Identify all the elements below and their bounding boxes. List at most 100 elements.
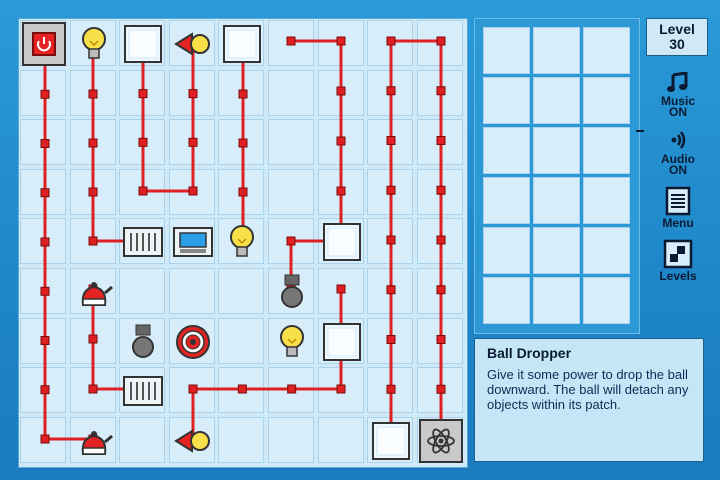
wire-joint bbox=[188, 186, 198, 196]
wire-joint bbox=[436, 36, 446, 46]
board-cell[interactable] bbox=[218, 317, 265, 364]
kettle-icon[interactable] bbox=[71, 418, 117, 469]
wire-joint bbox=[88, 384, 98, 394]
board-cell[interactable] bbox=[317, 416, 364, 463]
wire-joint bbox=[138, 137, 148, 147]
atom-icon[interactable] bbox=[418, 418, 464, 469]
inventory-slot[interactable] bbox=[533, 177, 580, 224]
glass-block-icon[interactable] bbox=[219, 21, 265, 72]
inventory-slot[interactable] bbox=[583, 227, 630, 274]
info-title: Ball Dropper bbox=[487, 345, 572, 361]
inventory-slot[interactable] bbox=[483, 127, 530, 174]
wire-joint bbox=[40, 188, 50, 198]
inventory-panel[interactable] bbox=[474, 18, 640, 334]
inventory-slot[interactable] bbox=[483, 227, 530, 274]
wire-joint bbox=[40, 89, 50, 99]
music-label: Music bbox=[660, 94, 695, 108]
horn-icon[interactable] bbox=[170, 21, 216, 72]
inventory-slot[interactable] bbox=[483, 277, 530, 324]
audio-state: ON bbox=[669, 163, 687, 177]
levels-grid-icon bbox=[663, 239, 693, 269]
wire-joint bbox=[40, 286, 50, 296]
wire bbox=[43, 45, 93, 441]
level-label: Level bbox=[659, 21, 695, 37]
level-number: 30 bbox=[669, 36, 685, 52]
wire-joint bbox=[40, 385, 50, 395]
wire-joint bbox=[238, 187, 248, 197]
wire-joint bbox=[40, 139, 50, 148]
kettle-icon[interactable] bbox=[71, 269, 117, 320]
inventory-slot[interactable] bbox=[483, 77, 530, 124]
wire-joint bbox=[138, 186, 148, 196]
wire-joint bbox=[237, 384, 247, 394]
wire-joint bbox=[336, 384, 346, 394]
inventory-slot[interactable] bbox=[483, 177, 530, 224]
inventory-slot[interactable] bbox=[583, 127, 630, 174]
inventory-slot[interactable] bbox=[583, 277, 630, 324]
menu-document-icon bbox=[665, 186, 691, 216]
inventory-slot[interactable] bbox=[583, 77, 630, 124]
inventory-slot[interactable] bbox=[583, 27, 630, 74]
wire-joint bbox=[436, 136, 446, 145]
glass-block-icon[interactable] bbox=[368, 418, 414, 469]
wire-joint bbox=[188, 384, 198, 394]
light-bulb-icon[interactable] bbox=[269, 319, 315, 370]
wire-joint bbox=[336, 284, 346, 294]
board-cell[interactable] bbox=[218, 416, 265, 463]
audio-toggle-button[interactable]: Audio ON bbox=[644, 128, 712, 176]
wire-joint bbox=[188, 137, 198, 147]
inventory-slot[interactable] bbox=[533, 127, 580, 174]
glass-block-icon[interactable] bbox=[120, 21, 166, 72]
board-cell[interactable] bbox=[268, 416, 314, 463]
ball-dropper-icon[interactable] bbox=[120, 319, 166, 370]
sidebar: Level 30 Music ON Audio ON Menu bbox=[644, 18, 712, 282]
wire bbox=[141, 45, 195, 193]
wire-joint bbox=[436, 235, 446, 245]
board-cell[interactable] bbox=[268, 119, 314, 166]
board-cell[interactable] bbox=[168, 268, 215, 314]
wire-joint bbox=[336, 86, 346, 96]
menu-button[interactable]: Menu bbox=[644, 186, 712, 229]
inventory-slot[interactable] bbox=[533, 77, 580, 124]
info-description: Give it some power to drop the ball down… bbox=[487, 367, 689, 412]
wire-joint bbox=[88, 187, 98, 197]
wire bbox=[389, 39, 443, 439]
game-board[interactable] bbox=[18, 18, 468, 468]
light-bulb-icon[interactable] bbox=[71, 21, 117, 72]
fan-icon[interactable] bbox=[170, 319, 216, 370]
wire-joint bbox=[386, 86, 396, 96]
menu-label: Menu bbox=[662, 216, 694, 230]
inventory-slot[interactable] bbox=[583, 177, 630, 224]
glass-block-icon[interactable] bbox=[319, 219, 365, 270]
inventory-slot[interactable] bbox=[533, 227, 580, 274]
board-cell[interactable] bbox=[119, 416, 166, 463]
board-cell[interactable] bbox=[218, 268, 265, 314]
fish-tank-icon[interactable] bbox=[170, 219, 216, 270]
wire-joint bbox=[287, 384, 297, 394]
machine-icon[interactable] bbox=[120, 368, 166, 419]
inventory-slot[interactable] bbox=[533, 277, 580, 324]
inventory-slot[interactable] bbox=[533, 27, 580, 74]
levels-button[interactable]: Levels bbox=[644, 239, 712, 282]
wire-joint bbox=[436, 384, 446, 394]
board-cell[interactable] bbox=[268, 69, 314, 116]
board-cell[interactable] bbox=[268, 168, 314, 215]
wire-joint bbox=[286, 36, 296, 46]
music-toggle-button[interactable]: Music ON bbox=[644, 72, 712, 118]
wire-joint bbox=[40, 336, 50, 345]
horn-icon[interactable] bbox=[170, 418, 216, 469]
wire-joint bbox=[188, 89, 198, 99]
power-button-icon[interactable] bbox=[21, 21, 67, 72]
wire-joint bbox=[286, 236, 296, 246]
wire-joint bbox=[88, 89, 98, 99]
glass-block-icon[interactable] bbox=[319, 319, 365, 370]
ball-dropper-icon[interactable] bbox=[269, 269, 315, 320]
machine-icon[interactable] bbox=[120, 219, 166, 270]
wire-joint bbox=[238, 89, 248, 99]
wire-joint bbox=[336, 186, 346, 196]
inventory-slot[interactable] bbox=[483, 27, 530, 74]
light-bulb-icon[interactable] bbox=[219, 219, 265, 270]
wire-joint bbox=[386, 335, 396, 344]
board-cell[interactable] bbox=[119, 268, 166, 314]
panel-connector bbox=[636, 130, 644, 132]
